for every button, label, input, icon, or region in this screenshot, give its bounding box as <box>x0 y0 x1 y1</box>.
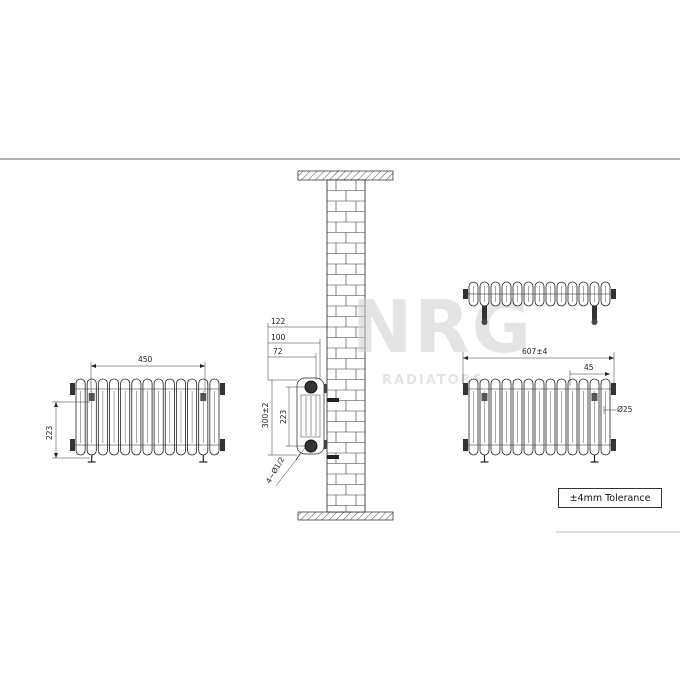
top-view-radiator <box>463 281 616 325</box>
side-view-radiator <box>295 377 339 461</box>
front-view-dimensions: 450 223 <box>45 355 206 459</box>
front-height-label: 223 <box>45 425 54 440</box>
side-view-dimensions: 122 100 72 300±2 223 4~Ø1/2 <box>261 317 328 487</box>
overall-width-label: 607±4 <box>522 347 548 356</box>
pipe-diameter-label: Ø25 <box>617 405 633 414</box>
tolerance-text: ±4mm Tolerance <box>569 492 651 504</box>
bottom-wall-bracket <box>327 455 339 459</box>
dim-223-side-label: 223 <box>279 409 288 424</box>
dim-72-label: 72 <box>273 347 283 356</box>
floor-hatch <box>297 511 394 521</box>
top-wall-bracket <box>327 398 339 402</box>
watermark-sub: RADIATORS <box>382 373 484 388</box>
watermark-brand: NRG <box>352 285 533 369</box>
dim-100-label: 100 <box>271 333 286 342</box>
right-view-dimensions: 607±4 45 Ø25 <box>462 347 633 414</box>
bottom-valve-icon <box>304 439 318 453</box>
ceiling-hatch <box>297 170 394 181</box>
dim-122-label: 122 <box>271 317 286 326</box>
front-view-radiator <box>70 378 225 463</box>
top-valve-icon <box>304 380 318 394</box>
thread-size-label: 4~Ø1/2 <box>264 455 286 485</box>
tolerance-box: ±4mm Tolerance <box>558 488 662 508</box>
dim-45-label: 45 <box>584 363 594 372</box>
watermark: NRG RADIATORS <box>352 285 533 388</box>
front-width-label: 450 <box>138 355 153 364</box>
front-view-radiator-right <box>463 378 616 463</box>
brick-courses <box>327 180 365 512</box>
dim-300-label: 300±2 <box>261 402 270 428</box>
